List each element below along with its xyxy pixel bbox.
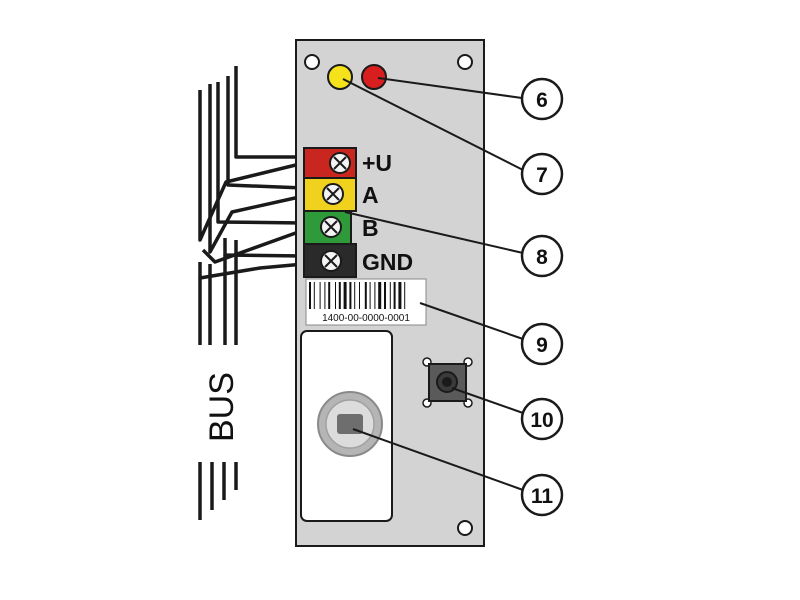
barcode-bar [369, 282, 371, 309]
callout-number: 9 [536, 334, 548, 357]
red-led [361, 64, 387, 90]
terminal-label: GND [362, 249, 413, 275]
terminal-b: B [303, 210, 379, 245]
barcode-bar [309, 282, 311, 309]
callout-circle [520, 234, 564, 278]
callout-number: 8 [536, 246, 548, 269]
yellow-led [327, 64, 353, 90]
terminal-a: A [303, 177, 379, 212]
leader-line [342, 78, 524, 171]
callout-7: 7 [520, 152, 564, 196]
leader-line [352, 428, 524, 491]
barcode-bar [343, 282, 347, 309]
mounting-hole [457, 520, 473, 536]
mounting-hole [304, 54, 320, 70]
barcode-bar [364, 282, 367, 309]
terminal-label: +U [362, 150, 392, 176]
leader-line [344, 211, 524, 254]
leader-line [419, 302, 524, 340]
button-plunger-center [442, 377, 452, 387]
leader-line [377, 77, 523, 99]
barcode-bar [378, 282, 382, 309]
sensor-chip-icon [337, 414, 363, 434]
callout-6: 6 [520, 77, 564, 121]
bus-wire [208, 84, 305, 254]
mounting-hole [457, 54, 473, 70]
barcode-bar [374, 282, 376, 309]
terminal-label: A [362, 182, 379, 208]
callout-circle [520, 473, 564, 517]
mounting-holes [304, 54, 473, 536]
callout-number: 10 [530, 409, 553, 432]
tamper-button [422, 357, 473, 408]
terminal-plus-u: +U [303, 147, 392, 179]
callout-circle [520, 397, 564, 441]
callout-circle [520, 322, 564, 366]
barcode-bar [354, 282, 356, 309]
callout-number: 6 [536, 89, 548, 112]
barcode-bar [338, 282, 341, 309]
barcode-bar [335, 282, 336, 309]
barcode-bar [324, 282, 326, 309]
serial-number: 1400-00-0000-0001 [322, 313, 410, 324]
leader-lines [342, 77, 524, 491]
bus-wire [216, 82, 305, 225]
bus-wire [198, 262, 305, 280]
callouts: 6 7 8 9 10 11 [520, 77, 564, 517]
bus-wire [201, 228, 305, 264]
barcode-bar [359, 282, 360, 309]
callout-9: 9 [520, 322, 564, 366]
barcode-bar [313, 282, 315, 309]
callout-8: 8 [520, 234, 564, 278]
callout-number: 11 [531, 485, 554, 508]
callout-11: 11 [520, 473, 564, 517]
callout-circle [520, 152, 564, 196]
barcode-bar [349, 282, 352, 309]
bus-wires [198, 66, 305, 520]
barcode-bar [389, 282, 391, 309]
barcode-sticker: 1400-00-0000-0001 [305, 278, 427, 326]
bus-wire [226, 76, 305, 190]
screw-slot [324, 254, 338, 268]
barcode-bar [384, 282, 386, 309]
screw-slot [324, 220, 338, 234]
barcode-bar [319, 282, 321, 309]
bus-label: BUS [203, 372, 241, 442]
terminal-block: +U A B GND [303, 147, 413, 278]
terminal-gnd: GND [303, 243, 413, 278]
terminal-label: B [362, 215, 379, 241]
bus-wire [234, 66, 304, 159]
barcode-bar [328, 282, 331, 309]
callout-number: 7 [536, 164, 548, 187]
screw-slot [333, 156, 347, 170]
barcode-bar [398, 282, 402, 309]
barcode-bar [404, 282, 406, 309]
bus-wire [198, 90, 305, 242]
barcode-bars [309, 282, 406, 309]
barcode-bar [393, 282, 396, 309]
callout-circle [520, 77, 564, 121]
callout-10: 10 [520, 397, 564, 441]
screw-slot [326, 187, 340, 201]
leader-line [451, 387, 524, 414]
sensor-window [300, 330, 393, 522]
